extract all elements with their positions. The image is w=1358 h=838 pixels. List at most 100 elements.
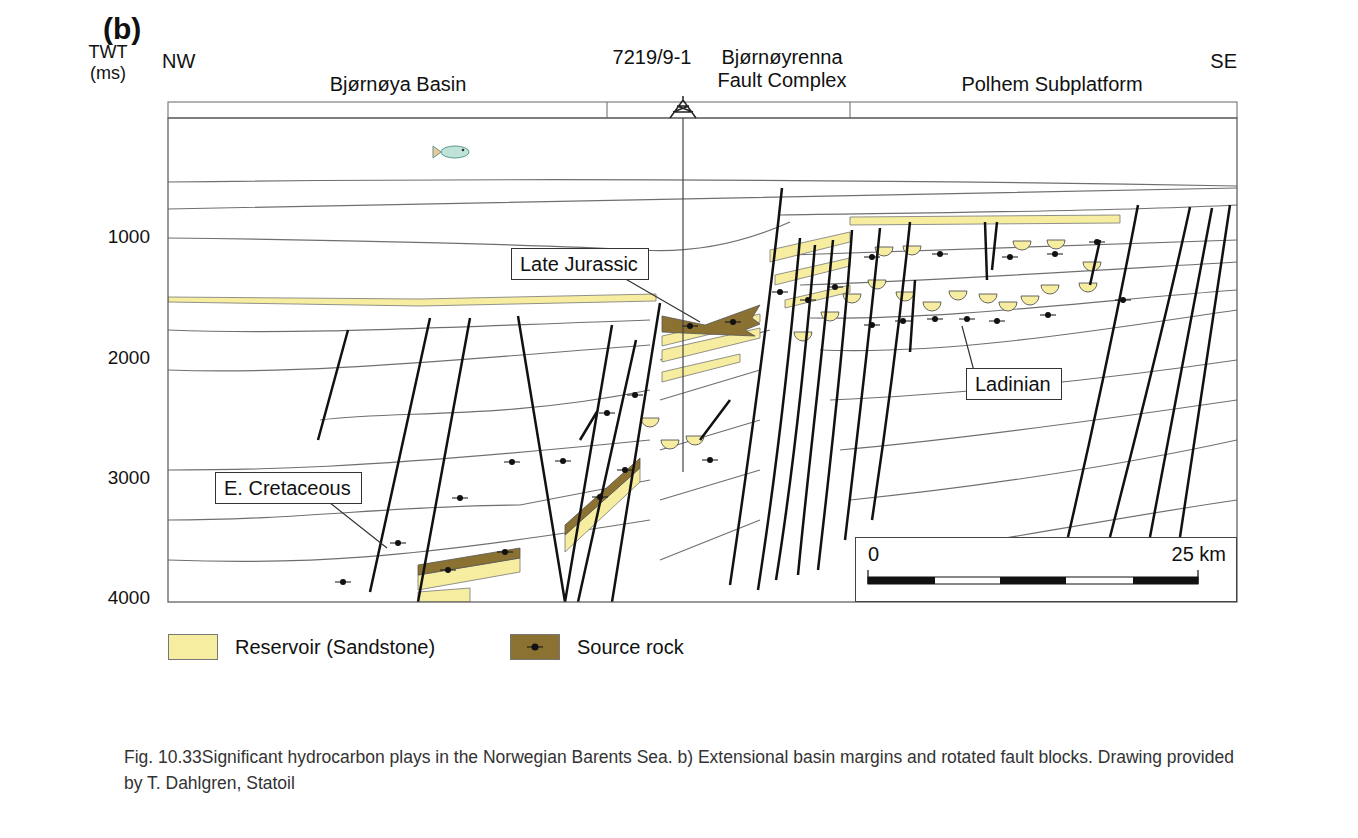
fish-eye bbox=[462, 149, 465, 152]
marker-dot bbox=[932, 316, 938, 322]
header-bar bbox=[168, 102, 1237, 118]
source-rock-marker bbox=[1002, 254, 1018, 260]
fan-symbol bbox=[794, 332, 812, 341]
fan-symbol bbox=[896, 292, 914, 301]
fan-symbol bbox=[1013, 241, 1031, 250]
legend-swatch bbox=[168, 634, 218, 660]
marker-dot bbox=[900, 318, 906, 324]
marker-dot bbox=[1007, 254, 1013, 260]
marker-dot bbox=[395, 540, 401, 546]
source-rock-marker bbox=[895, 318, 911, 324]
fan-symbol bbox=[949, 291, 967, 300]
axis-tick: 1000 bbox=[108, 226, 150, 248]
fish-body bbox=[441, 146, 469, 158]
marker-dot bbox=[532, 644, 539, 651]
marker-dot bbox=[707, 457, 713, 463]
fan-symbol bbox=[979, 294, 997, 303]
marker-dot bbox=[832, 284, 838, 290]
source-rock-marker bbox=[772, 289, 788, 295]
fan-symbol bbox=[1083, 262, 1101, 271]
callout-label: Late Jurassic bbox=[520, 252, 640, 276]
source-rock-marker bbox=[1089, 239, 1105, 245]
source-rock-marker bbox=[504, 459, 520, 465]
fan-symbol bbox=[661, 440, 679, 449]
marker-dot bbox=[869, 254, 875, 260]
callout-box: Late Jurassic bbox=[511, 248, 649, 280]
scale-segment bbox=[1000, 577, 1066, 584]
fan-symbol bbox=[1047, 240, 1065, 249]
marker-dot bbox=[622, 467, 628, 473]
fan-symbol bbox=[923, 302, 941, 311]
callout-label: E. Cretaceous bbox=[224, 476, 353, 500]
drilling-rig bbox=[670, 96, 696, 118]
marker-dot bbox=[937, 251, 943, 257]
scale-box: 0 25 km bbox=[855, 537, 1237, 602]
callout-box: Ladinian bbox=[966, 368, 1062, 400]
legend-entry: Source rock bbox=[510, 634, 684, 660]
source-rock-band bbox=[418, 305, 760, 575]
scale-ground bbox=[855, 537, 1237, 602]
well-path bbox=[682, 118, 683, 472]
swatch-marker bbox=[511, 635, 559, 659]
symbols bbox=[335, 239, 1131, 585]
source-rock-marker bbox=[959, 316, 975, 322]
source-rock-marker bbox=[390, 540, 406, 546]
scale-ticks bbox=[868, 570, 1198, 584]
source-rock-marker bbox=[452, 495, 468, 501]
legend-swatch bbox=[510, 634, 560, 660]
figure-caption: Fig. 10.33Significant hydrocarbon plays … bbox=[124, 744, 1254, 796]
fan-symbol bbox=[641, 418, 659, 427]
source-rock-marker bbox=[1115, 297, 1131, 303]
source-rock-marker bbox=[800, 297, 816, 303]
marker-dot bbox=[994, 318, 1000, 324]
figure-title: (b) bbox=[103, 12, 141, 47]
leader-lines bbox=[320, 270, 978, 548]
axis-tick: 3000 bbox=[108, 467, 150, 489]
region-name: Bjørnøyrenna Fault Complex bbox=[702, 46, 862, 92]
source-rock-marker bbox=[725, 319, 741, 325]
source-rock-marker bbox=[682, 323, 698, 329]
callout-box: E. Cretaceous bbox=[215, 472, 362, 504]
well-name: 7219/9-1 bbox=[613, 46, 692, 69]
direction-label: SE bbox=[1210, 50, 1237, 73]
fish-icon bbox=[433, 146, 469, 158]
section-body bbox=[168, 118, 1237, 602]
source-rock-marker bbox=[599, 410, 615, 416]
marker-dot bbox=[445, 567, 451, 573]
marker-dot bbox=[1045, 312, 1051, 318]
marker-dot bbox=[964, 316, 970, 322]
axis-tick: 4000 bbox=[108, 587, 150, 609]
source-rock-marker bbox=[864, 322, 880, 328]
region-name: Bjørnøya Basin bbox=[330, 73, 467, 96]
section-frame bbox=[168, 118, 1237, 602]
scale-segment bbox=[868, 577, 935, 584]
marker-dot bbox=[502, 549, 508, 555]
fan-symbol bbox=[1079, 283, 1097, 292]
scale-bar bbox=[868, 570, 1198, 584]
fan-symbol bbox=[868, 280, 886, 289]
axis-tick: 2000 bbox=[108, 347, 150, 369]
region-name: Polhem Subplatform bbox=[961, 73, 1142, 96]
scale-label: 25 km bbox=[1172, 543, 1226, 566]
marker-dot bbox=[457, 495, 463, 501]
source-rock-marker bbox=[927, 316, 943, 322]
source-rock-marker bbox=[497, 549, 513, 555]
section-ground bbox=[168, 118, 1237, 602]
source-rock-marker bbox=[1047, 251, 1063, 257]
scale-label: 0 bbox=[868, 543, 879, 566]
marker-dot bbox=[560, 458, 566, 464]
header-ticks bbox=[607, 102, 850, 118]
fan-symbol bbox=[821, 312, 839, 321]
fan-symbol bbox=[999, 302, 1017, 311]
marker-dot bbox=[340, 579, 346, 585]
legend-entry: Reservoir (Sandstone) bbox=[168, 634, 435, 660]
source-rock-marker bbox=[335, 579, 351, 585]
marker-dot bbox=[509, 459, 515, 465]
source-rock-marker bbox=[932, 251, 948, 257]
source-rock-marker bbox=[1040, 312, 1056, 318]
fish-tail bbox=[433, 146, 441, 158]
marker-dot bbox=[730, 319, 736, 325]
marker-dot bbox=[777, 289, 783, 295]
